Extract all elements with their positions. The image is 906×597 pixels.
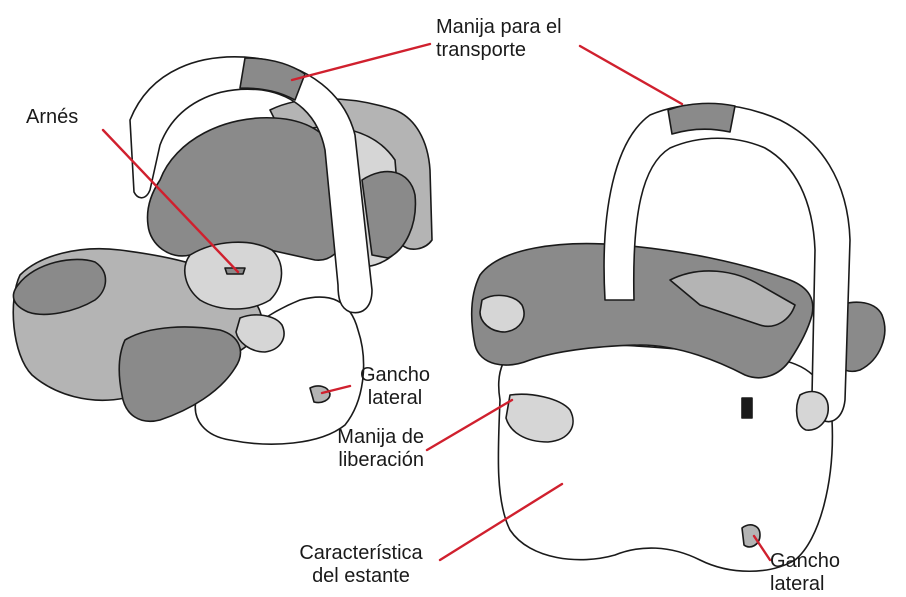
label-release-handle-line-1: Manija de [300, 426, 424, 449]
right-seat-shell [498, 344, 832, 572]
label-side-hook-left-line-1: Gancho [352, 364, 438, 387]
label-carry-handle-line-2: transporte [436, 39, 562, 62]
leader-carry-handle-left [292, 44, 430, 80]
left-seat-harness-pad [185, 242, 282, 309]
label-side-hook-left-line-2: lateral [352, 387, 438, 410]
label-side-hook-left: Gancho lateral [352, 364, 438, 410]
label-carry-handle: Manija para el transporte [436, 16, 562, 62]
label-harness: Arnés [26, 106, 78, 129]
label-side-hook-right-line-2: lateral [770, 573, 840, 596]
label-shelf-feature: Característica del estante [282, 542, 440, 588]
label-side-hook-right: Gancho lateral [770, 550, 840, 596]
label-carry-handle-line-1: Manija para el [436, 16, 562, 39]
label-shelf-feature-line-2: del estante [282, 565, 440, 588]
label-harness-line-1: Arnés [26, 106, 78, 129]
label-release-handle: Manija de liberación [300, 426, 424, 472]
left-seat-hook [310, 386, 330, 403]
label-shelf-feature-line-1: Característica [282, 542, 440, 565]
label-release-handle-line-2: liberación [300, 449, 424, 472]
right-seat-canopy-light [480, 295, 524, 332]
leader-carry-handle-right [580, 46, 682, 104]
right-seat-hook [742, 525, 760, 547]
right-seat-handle-grip [668, 103, 735, 134]
left-seat-back [148, 118, 351, 260]
right-seat-strap [742, 398, 752, 418]
label-side-hook-right-line-1: Gancho [770, 550, 840, 573]
